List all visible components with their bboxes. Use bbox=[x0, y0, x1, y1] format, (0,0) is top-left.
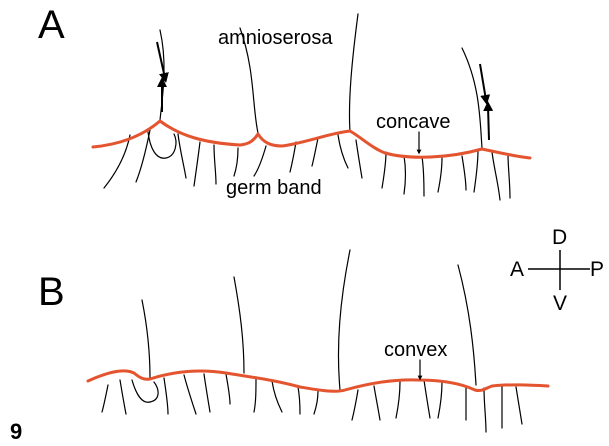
label-concave: concave bbox=[376, 111, 451, 133]
panel-a-leading-edge bbox=[93, 121, 530, 158]
label-germ-band: germ band bbox=[226, 177, 322, 199]
panel-b-amnioserosa-boundaries bbox=[142, 250, 476, 390]
panel-a: A bbox=[38, 3, 530, 200]
panel-b-germband-boundaries bbox=[102, 374, 522, 432]
axis-posterior: P bbox=[590, 258, 604, 281]
label-amnioserosa: amnioserosa bbox=[218, 27, 333, 49]
axis-dorsal: D bbox=[552, 226, 567, 249]
panel-a-letter: A bbox=[38, 3, 65, 47]
label-convex: convex bbox=[384, 339, 447, 361]
panel-b-letter: B bbox=[38, 270, 65, 314]
figure-number: 9 bbox=[10, 419, 22, 444]
panel-b: B bbox=[38, 250, 548, 432]
panel-a-right-arrows bbox=[480, 64, 489, 140]
orientation-compass: D V A P bbox=[510, 226, 604, 315]
axis-anterior: A bbox=[510, 258, 524, 281]
axis-ventral: V bbox=[553, 292, 567, 315]
arrow-up-icon bbox=[488, 106, 489, 140]
arrow-down-icon bbox=[480, 64, 486, 100]
